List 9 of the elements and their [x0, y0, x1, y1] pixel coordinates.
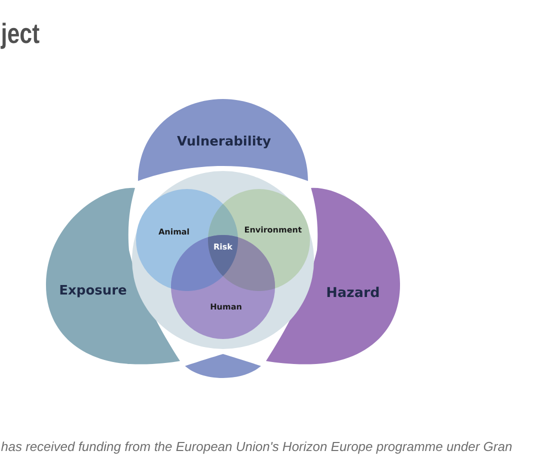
- region-label: Hazard: [326, 286, 380, 302]
- region-label: Exposure: [59, 284, 127, 300]
- caption-text: has received funding from the European Union's Horizon Europe programme under Gran: [1, 439, 512, 455]
- region-label: Vulnerability: [177, 136, 271, 150]
- circle-label: Human: [210, 302, 242, 312]
- circle-label: Environment: [244, 225, 302, 235]
- page-heading: ject: [1, 18, 40, 50]
- circle-label: Animal: [158, 227, 190, 237]
- overlap-label: Risk: [214, 242, 232, 252]
